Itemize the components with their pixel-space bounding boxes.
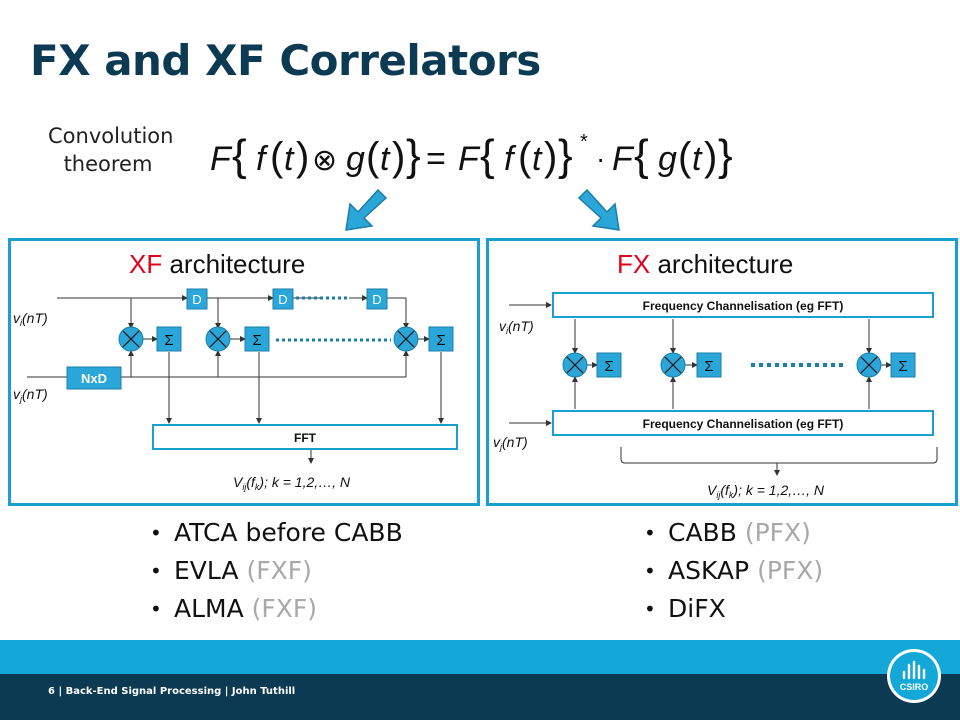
list-item: ASKAP (PFX) bbox=[644, 552, 823, 590]
svg-text:}: } bbox=[718, 131, 733, 180]
multiply-icon bbox=[562, 352, 588, 378]
sum-block bbox=[428, 326, 454, 352]
sum-symbol: Σ bbox=[252, 332, 261, 349]
svg-text:}: } bbox=[406, 131, 421, 180]
channelisation-top-block bbox=[552, 292, 934, 318]
sum-blocks: Σ Σ Σ bbox=[156, 326, 454, 352]
sum-symbol: Σ bbox=[164, 332, 173, 349]
sum-blocks: Σ Σ Σ bbox=[596, 352, 916, 378]
arrow-down-left-icon bbox=[345, 188, 388, 231]
sum-symbol: Σ bbox=[604, 358, 613, 375]
fx-panel-title: FX architecture bbox=[617, 249, 794, 279]
svg-text:): ) bbox=[392, 135, 405, 179]
multiplier-icons bbox=[118, 326, 419, 352]
svg-text:{: { bbox=[480, 131, 495, 180]
list-item: CABB (PFX) bbox=[644, 514, 823, 552]
sum-symbol: Σ bbox=[436, 332, 445, 349]
svg-text:vj(nT): vj(nT) bbox=[493, 434, 528, 452]
svg-text:): ) bbox=[704, 135, 717, 179]
sum-block bbox=[596, 352, 622, 378]
footer-bar bbox=[0, 674, 960, 720]
fx-architecture-panel: FX architecture Frequency Channelisation… bbox=[486, 238, 958, 506]
list-item: EVLA (FXF) bbox=[150, 552, 403, 590]
channelisation-top-label: Frequency Channelisation (eg FFT) bbox=[643, 299, 844, 313]
svg-text:g: g bbox=[658, 140, 677, 178]
multiply-icon bbox=[660, 352, 686, 378]
delay-label: D bbox=[278, 292, 287, 307]
channelisation-bottom-label: Frequency Channelisation (eg FFT) bbox=[643, 417, 844, 431]
svg-text:}: } bbox=[558, 131, 573, 180]
delay-block bbox=[186, 288, 208, 310]
xf-architecture-panel: XF architecture bbox=[8, 238, 480, 506]
list-item: DiFX bbox=[644, 590, 823, 628]
multiply-icon bbox=[856, 352, 882, 378]
xf-diagram: D D D NxD Σ bbox=[13, 288, 458, 492]
svg-text:⊗: ⊗ bbox=[312, 144, 337, 177]
svg-text:(: ( bbox=[366, 135, 380, 179]
csiro-logo-icon: CSIRO bbox=[887, 649, 941, 703]
xf-output-formula: Vij(fk); k = 1,2,…, N bbox=[233, 474, 351, 492]
arrow-down-right-icon bbox=[577, 188, 620, 231]
delay-label: D bbox=[372, 292, 381, 307]
svg-text:): ) bbox=[296, 135, 309, 179]
sum-block bbox=[156, 326, 182, 352]
list-item: ALMA (FXF) bbox=[150, 590, 403, 628]
fx-diagram: Frequency Channelisation (eg FFT) Freque… bbox=[493, 292, 938, 500]
sum-symbol: Σ bbox=[898, 358, 907, 375]
svg-text:{: { bbox=[634, 131, 649, 180]
svg-text:·: · bbox=[596, 143, 605, 174]
svg-text:(: ( bbox=[270, 135, 284, 179]
xf-bullet-list: ATCA before CABB EVLA (FXF) ALMA (FXF) bbox=[150, 514, 403, 628]
svg-text:*: * bbox=[580, 131, 588, 153]
channelisation-bottom-block bbox=[552, 410, 934, 436]
multiply-icon bbox=[393, 326, 419, 352]
sum-block bbox=[244, 326, 270, 352]
svg-text:f: f bbox=[504, 140, 517, 178]
delay-blocks: D D D bbox=[186, 288, 388, 310]
convolution-label: Convolution theorem bbox=[48, 124, 174, 176]
svg-text:f: f bbox=[256, 140, 269, 178]
svg-text:vj(nT): vj(nT) bbox=[13, 386, 48, 404]
delay-block bbox=[366, 288, 388, 310]
fx-output-formula: Vij(fk); k = 1,2,…, N bbox=[707, 482, 825, 500]
svg-text:): ) bbox=[544, 135, 557, 179]
svg-text:t: t bbox=[284, 140, 295, 178]
delay-block bbox=[272, 288, 294, 310]
delay-label: D bbox=[192, 292, 201, 307]
svg-text:F: F bbox=[458, 140, 481, 178]
svg-text:=: = bbox=[426, 140, 446, 178]
xf-panel-title: XF architecture bbox=[129, 249, 306, 279]
convolution-formula: F { f ( t ) ⊗ g ( t ) } = F { f ( t ) } … bbox=[210, 131, 733, 180]
svg-text:(: ( bbox=[678, 135, 692, 179]
svg-text:F: F bbox=[612, 140, 635, 178]
svg-text:F: F bbox=[210, 140, 233, 178]
svg-text:g: g bbox=[346, 140, 365, 178]
fx-bullet-list: CABB (PFX) ASKAP (PFX) DiFX bbox=[644, 514, 823, 628]
svg-text:t: t bbox=[380, 140, 391, 178]
svg-text:t: t bbox=[692, 140, 703, 178]
svg-text:t: t bbox=[532, 140, 543, 178]
slide-title: FX and XF Correlators bbox=[30, 36, 541, 85]
svg-text:vi(nT): vi(nT) bbox=[13, 310, 48, 328]
fft-block bbox=[152, 424, 458, 450]
svg-text:vi(nT): vi(nT) bbox=[499, 318, 534, 336]
svg-text:CSIRO: CSIRO bbox=[900, 682, 929, 692]
nxd-block bbox=[66, 366, 122, 390]
list-item: ATCA before CABB bbox=[150, 514, 403, 552]
footer-band bbox=[0, 640, 960, 674]
svg-text:(: ( bbox=[518, 135, 532, 179]
footer-text: 6 | Back-End Signal Processing | John Tu… bbox=[48, 686, 296, 697]
sum-block bbox=[696, 352, 722, 378]
sum-block bbox=[890, 352, 916, 378]
sum-symbol: Σ bbox=[704, 358, 713, 375]
nxd-label: NxD bbox=[81, 371, 107, 386]
multiply-icon bbox=[205, 326, 231, 352]
multiply-icon bbox=[118, 326, 144, 352]
fft-label: FFT bbox=[294, 431, 317, 445]
svg-text:{: { bbox=[232, 131, 247, 180]
multiplier-icons bbox=[562, 352, 882, 378]
